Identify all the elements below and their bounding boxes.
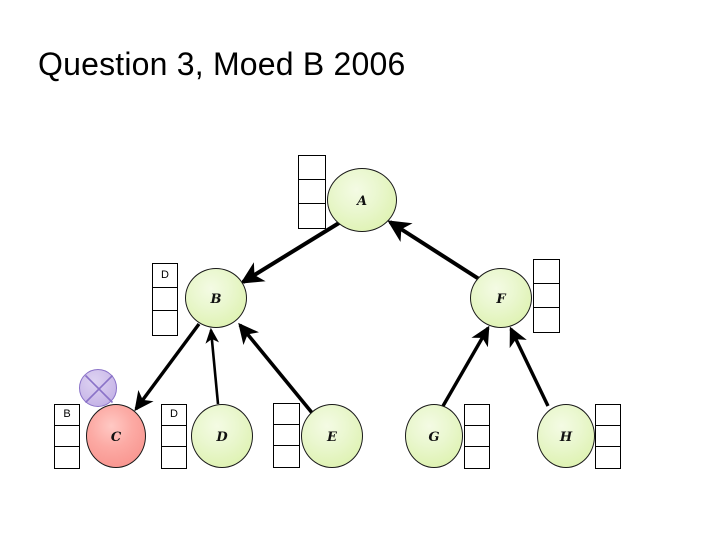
edge-h-f	[509, 326, 550, 407]
cell-box-a-cell-2[interactable]	[299, 204, 325, 228]
graph-node-b-label: B	[210, 292, 222, 307]
graph-node-d[interactable]: D	[191, 404, 253, 468]
cell-box-b-cell-2[interactable]	[153, 311, 177, 335]
page-title: Question 3, Moed B 2006	[38, 46, 406, 82]
edge-f-a	[387, 220, 481, 281]
edge-b-c	[134, 322, 201, 412]
cell-box-b[interactable]: D	[152, 263, 178, 336]
edge-d-b	[205, 327, 220, 405]
cell-box-c[interactable]: B	[54, 404, 80, 469]
graph-node-f-label: F	[496, 292, 506, 307]
cell-box-c-cell-0[interactable]: B	[55, 405, 79, 426]
cell-box-c-cell-1[interactable]	[55, 426, 79, 447]
cell-box-e-cell-2[interactable]	[274, 446, 299, 467]
cell-box-h[interactable]	[595, 404, 621, 469]
cell-box-b-cell-0[interactable]: D	[153, 264, 177, 288]
cell-box-f-cell-0[interactable]	[534, 260, 559, 284]
x-cross-icon[interactable]	[79, 369, 117, 407]
cell-box-f[interactable]	[533, 259, 560, 333]
cell-box-a[interactable]	[298, 155, 326, 229]
graph-node-c-label: C	[110, 430, 122, 445]
cell-box-c-cell-2[interactable]	[55, 447, 79, 468]
cell-box-d-cell-1[interactable]	[162, 426, 186, 447]
cell-box-g-cell-2[interactable]	[465, 447, 489, 468]
graph-node-a-label: A	[356, 194, 368, 209]
graph-node-b[interactable]: B	[185, 268, 247, 328]
cell-box-d[interactable]: D	[161, 404, 187, 469]
graph-node-g[interactable]: G	[405, 404, 463, 468]
graph-node-a[interactable]: A	[327, 168, 397, 232]
cell-box-e-cell-1[interactable]	[274, 425, 299, 446]
graph-node-e[interactable]: E	[301, 404, 363, 468]
graph-node-d-label: D	[216, 430, 228, 445]
cell-box-g[interactable]	[464, 404, 490, 469]
cell-box-a-cell-0[interactable]	[299, 156, 325, 180]
graph-node-c[interactable]: C	[86, 404, 146, 468]
cell-box-d-cell-0[interactable]: D	[162, 405, 186, 426]
cell-box-a-cell-1[interactable]	[299, 180, 325, 204]
cell-box-d-cell-2[interactable]	[162, 447, 186, 468]
edge-e-b	[238, 322, 315, 416]
cell-box-h-cell-0[interactable]	[596, 405, 620, 426]
cell-box-h-cell-2[interactable]	[596, 447, 620, 468]
x-cross-icon-glyph	[84, 374, 114, 404]
edge-a-b	[240, 221, 341, 284]
graph-node-g-label: G	[428, 430, 440, 445]
cell-box-h-cell-1[interactable]	[596, 426, 620, 447]
cell-box-g-cell-0[interactable]	[465, 405, 489, 426]
cell-box-e[interactable]	[273, 403, 300, 468]
graph-node-e-label: E	[327, 430, 337, 445]
edge-g-f	[441, 325, 490, 407]
graph-node-f[interactable]: F	[470, 268, 532, 328]
graph-node-h[interactable]: H	[537, 404, 595, 468]
cell-box-e-cell-0[interactable]	[274, 404, 299, 425]
cell-box-f-cell-1[interactable]	[534, 284, 559, 308]
cell-box-g-cell-1[interactable]	[465, 426, 489, 447]
graph-node-h-label: H	[559, 430, 573, 445]
cell-box-f-cell-2[interactable]	[534, 308, 559, 332]
cell-box-b-cell-1[interactable]	[153, 288, 177, 312]
